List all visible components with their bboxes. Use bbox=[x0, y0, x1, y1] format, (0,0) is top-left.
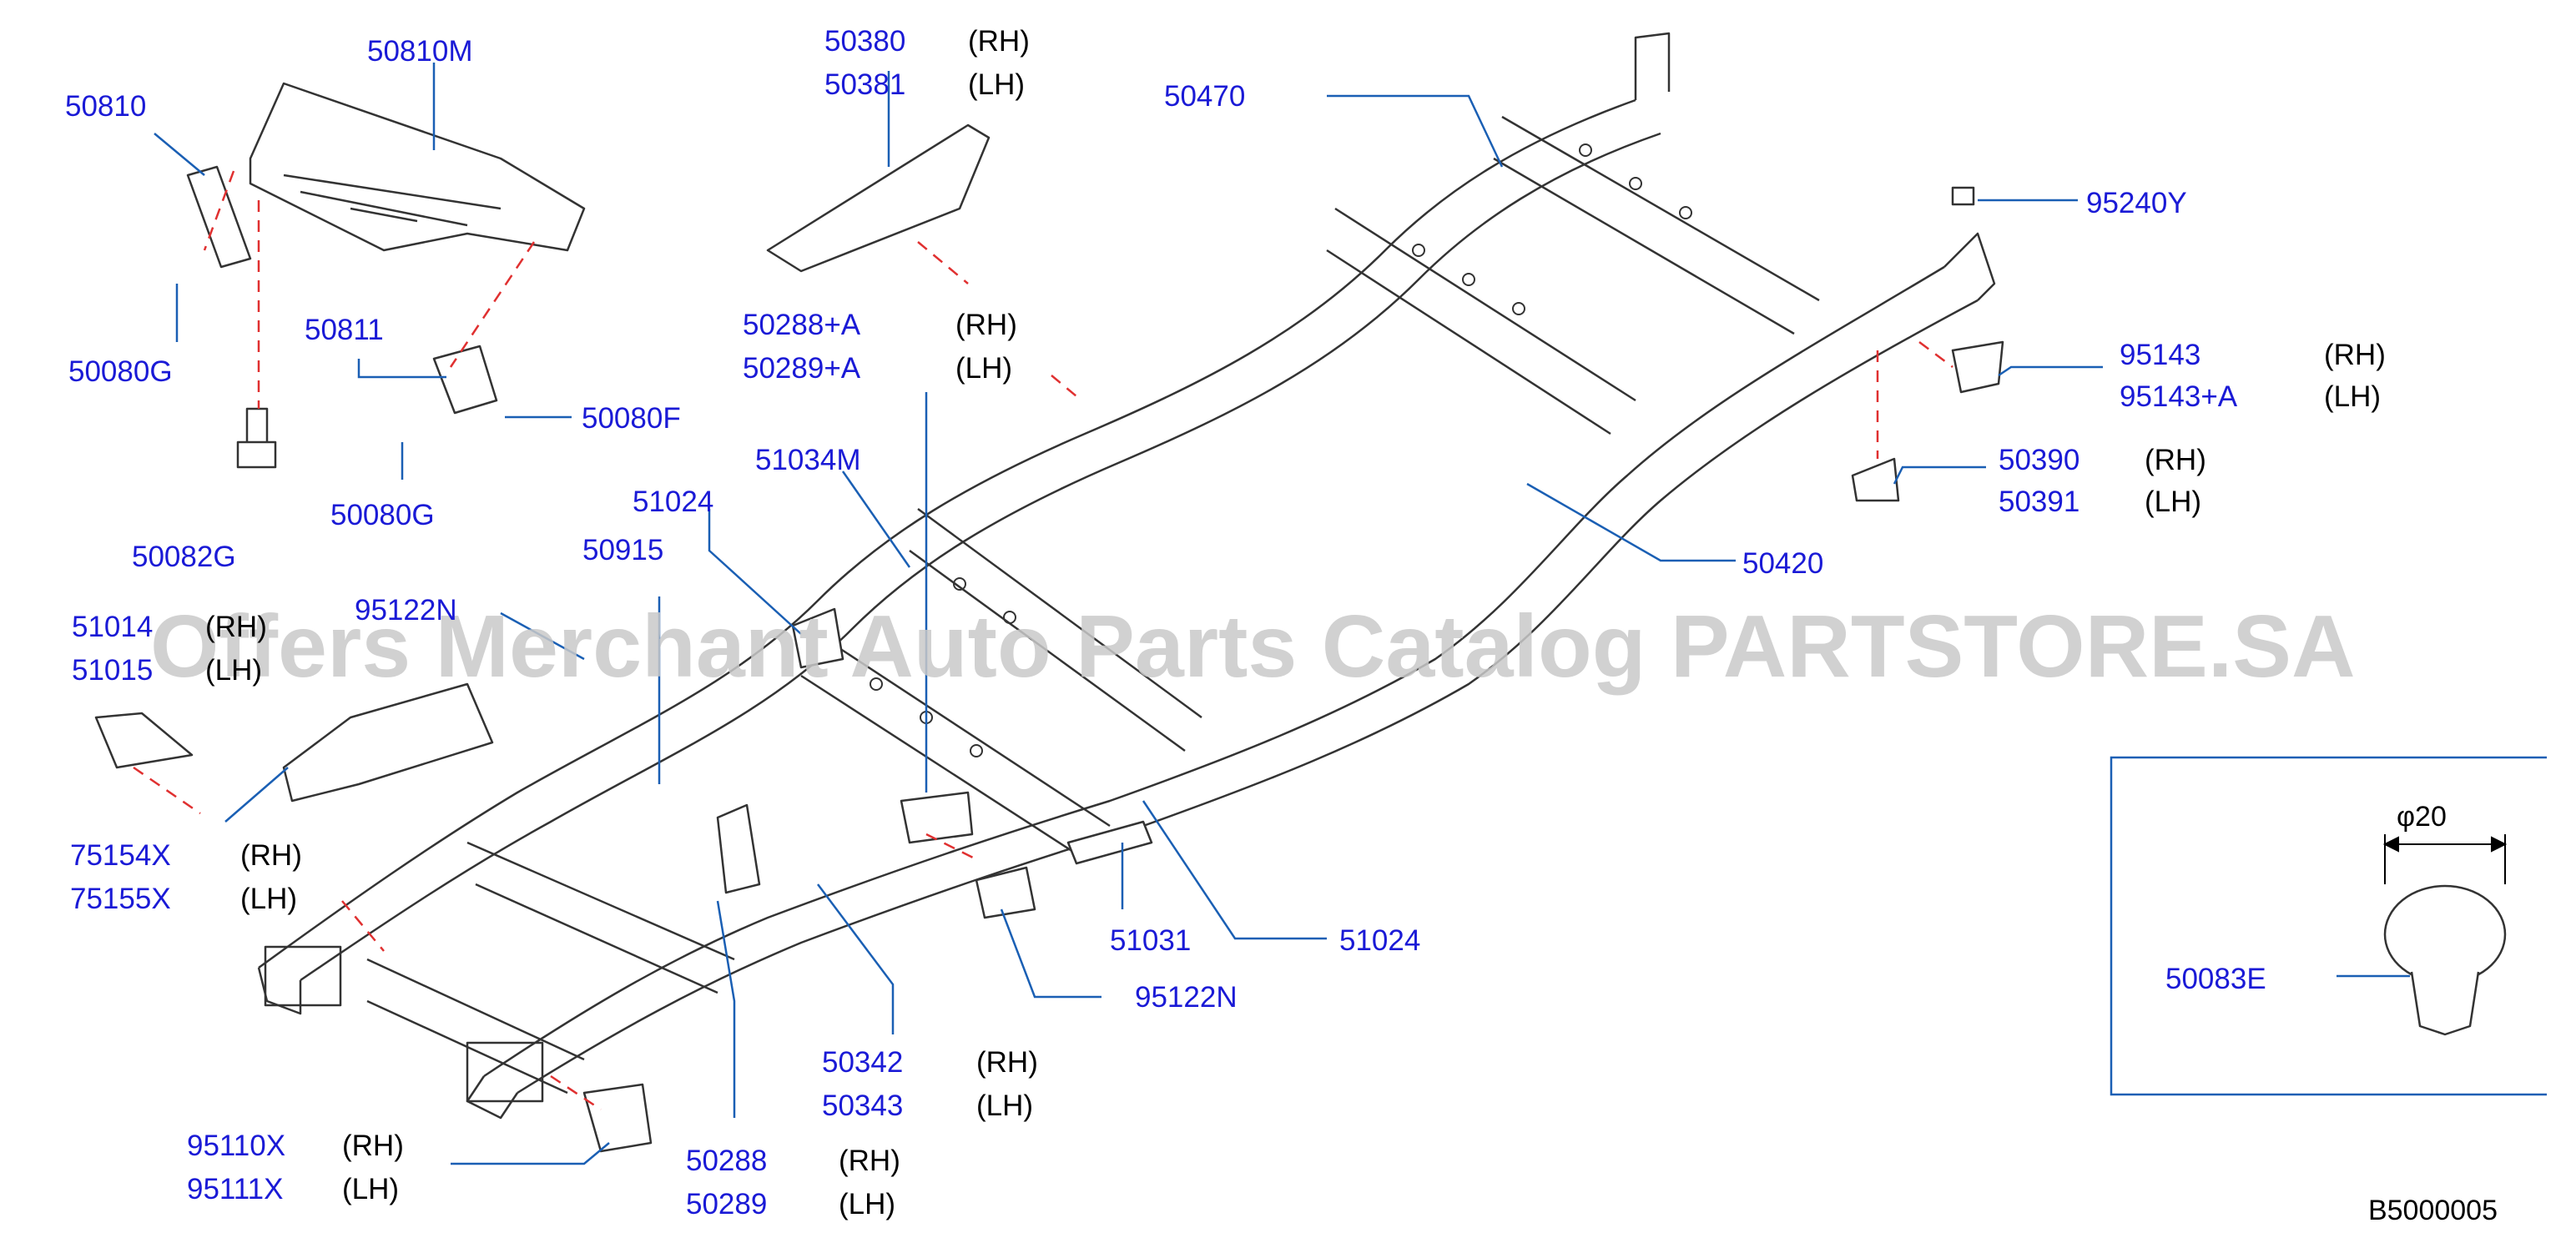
part-number-95110x[interactable]: 95110X bbox=[187, 1130, 286, 1162]
inset-dimension-label: φ20 bbox=[2397, 801, 2447, 833]
side-lh-50289: (LH) bbox=[839, 1188, 896, 1220]
part-number-50810m[interactable]: 50810M bbox=[367, 35, 473, 68]
bolt-50082g-shape bbox=[236, 407, 277, 469]
side-rh-50380: (RH) bbox=[968, 25, 1030, 58]
part-number-51024-lower[interactable]: 51024 bbox=[1339, 924, 1421, 957]
clip-95240y-shape bbox=[1951, 186, 1975, 206]
inset-dimension bbox=[2382, 834, 2508, 884]
frame-holes bbox=[870, 143, 1692, 757]
side-lh-95143a: (LH) bbox=[2324, 380, 2382, 413]
part-number-95143[interactable]: 95143 bbox=[2120, 339, 2201, 371]
side-lh-51015: (LH) bbox=[205, 654, 263, 687]
side-rh-51014: (RH) bbox=[205, 611, 267, 643]
side-lh-50289a: (LH) bbox=[955, 352, 1013, 385]
part-number-95240y[interactable]: 95240Y bbox=[2086, 187, 2187, 219]
clip-50083e-head bbox=[2383, 884, 2507, 984]
crossmember-center bbox=[800, 632, 1111, 861]
left-rail-inner bbox=[300, 132, 1661, 982]
front-end-right bbox=[466, 1075, 519, 1120]
crossmember-mid bbox=[909, 507, 1202, 752]
bracket-50288a-shape bbox=[900, 791, 974, 844]
part-number-51014[interactable]: 51014 bbox=[72, 611, 154, 643]
part-number-95143a[interactable]: 95143+A bbox=[2120, 380, 2238, 413]
part-number-50915[interactable]: 50915 bbox=[582, 534, 664, 566]
dash-lines bbox=[133, 170, 1953, 1111]
skid-plate-shape bbox=[249, 82, 586, 252]
right-rail-inner bbox=[517, 299, 1979, 1095]
part-number-50289[interactable]: 50289 bbox=[686, 1188, 768, 1220]
watermark: Offers Merchant Auto Parts Catalog PARTS… bbox=[150, 597, 2356, 696]
part-number-50083e[interactable]: 50083E bbox=[2165, 963, 2266, 995]
part-number-50343[interactable]: 50343 bbox=[822, 1090, 904, 1122]
part-number-51034m[interactable]: 51034M bbox=[755, 444, 861, 476]
side-lh-95111x: (LH) bbox=[342, 1173, 400, 1205]
part-number-50082g[interactable]: 50082G bbox=[132, 541, 236, 573]
clip-50083e-legs bbox=[2410, 971, 2480, 1036]
part-number-50470[interactable]: 50470 bbox=[1164, 80, 1246, 113]
front-end-left bbox=[257, 967, 302, 1015]
crossmember-rear bbox=[1493, 115, 1820, 335]
bracket-51024-shape bbox=[791, 607, 844, 669]
leader-lines bbox=[154, 63, 2410, 1165]
side-rh-95110x: (RH) bbox=[342, 1130, 404, 1162]
mount-75154x-shape bbox=[282, 682, 494, 803]
side-rh-50342: (RH) bbox=[976, 1046, 1038, 1079]
bracket-50390-shape bbox=[1851, 457, 1900, 502]
part-number-50080f[interactable]: 50080F bbox=[582, 402, 681, 435]
part-number-75154x[interactable]: 75154X bbox=[70, 839, 171, 872]
bracket-50288-shape bbox=[582, 1083, 653, 1153]
part-number-50811[interactable]: 50811 bbox=[305, 314, 384, 346]
front-bumper-block-left bbox=[264, 945, 342, 1007]
part-number-50289a[interactable]: 50289+A bbox=[743, 352, 861, 385]
side-rh-50288a: (RH) bbox=[955, 309, 1017, 341]
part-number-50080g-upper[interactable]: 50080G bbox=[68, 355, 173, 388]
front-bumper-block-right bbox=[466, 1041, 544, 1103]
chassis-frame bbox=[257, 32, 1996, 1120]
part-number-75155x[interactable]: 75155X bbox=[70, 883, 171, 915]
rear-end-left bbox=[1634, 32, 1671, 100]
right-rail-outer bbox=[483, 265, 1945, 1078]
bracket-50810-shape bbox=[186, 165, 252, 269]
inset-box bbox=[2110, 756, 2547, 1096]
rear-end-right bbox=[1943, 232, 1996, 301]
part-number-51015[interactable]: 51015 bbox=[72, 654, 154, 687]
part-number-50288a[interactable]: 50288+A bbox=[743, 309, 861, 341]
side-rh-75154x: (RH) bbox=[240, 839, 302, 872]
part-number-50342[interactable]: 50342 bbox=[822, 1046, 904, 1079]
bracket-50342-shape bbox=[716, 803, 761, 894]
side-lh-50381: (LH) bbox=[968, 68, 1026, 101]
side-lh-75155x: (LH) bbox=[240, 883, 298, 915]
part-number-50810[interactable]: 50810 bbox=[65, 90, 147, 123]
part-number-50420[interactable]: 50420 bbox=[1742, 547, 1824, 580]
side-lh-50391: (LH) bbox=[2145, 486, 2202, 518]
plate-51031-shape bbox=[1066, 820, 1153, 865]
diagram-reference-code: B5000005 bbox=[2367, 1195, 2498, 1226]
side-rh-50288: (RH) bbox=[839, 1145, 900, 1177]
part-number-50390[interactable]: 50390 bbox=[1999, 444, 2080, 476]
bracket-50380-shape bbox=[766, 123, 991, 273]
part-number-95111x[interactable]: 95111X bbox=[187, 1173, 284, 1205]
parts-shapes bbox=[94, 82, 2507, 1153]
skid-plate-detail bbox=[283, 174, 502, 227]
bracket-50811-shape bbox=[432, 345, 498, 415]
side-rh-50390: (RH) bbox=[2145, 444, 2206, 476]
part-number-95122n-upper[interactable]: 95122N bbox=[355, 594, 457, 627]
mount-95122n-shape bbox=[975, 866, 1036, 919]
part-number-51031[interactable]: 51031 bbox=[1110, 924, 1192, 957]
part-number-50381[interactable]: 50381 bbox=[824, 68, 906, 101]
side-rh-95143: (RH) bbox=[2324, 339, 2386, 371]
side-lh-50343: (LH) bbox=[976, 1090, 1034, 1122]
crossmember-mid-rear bbox=[1326, 207, 1636, 435]
part-number-50380[interactable]: 50380 bbox=[824, 25, 906, 58]
part-number-50080g-lower[interactable]: 50080G bbox=[330, 499, 435, 531]
part-number-50391[interactable]: 50391 bbox=[1999, 486, 2080, 518]
bracket-95143-shape bbox=[1951, 340, 2004, 394]
pad-51014-shape bbox=[94, 712, 194, 769]
part-number-50288[interactable]: 50288 bbox=[686, 1145, 768, 1177]
part-number-51024-upper[interactable]: 51024 bbox=[633, 486, 714, 518]
crossmember-front-upper bbox=[466, 841, 735, 994]
part-number-95122n-lower[interactable]: 95122N bbox=[1135, 981, 1238, 1014]
